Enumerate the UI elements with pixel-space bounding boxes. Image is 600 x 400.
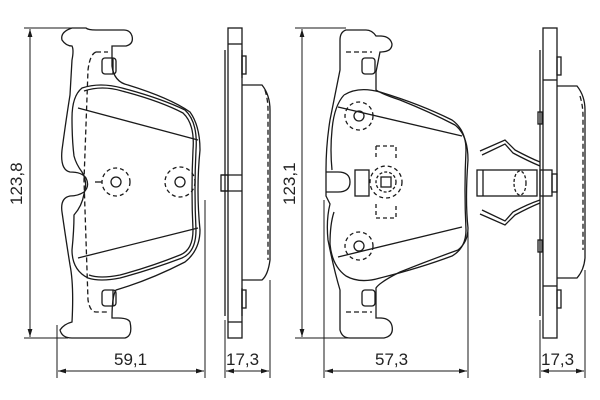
- pad1-front-view: [59, 27, 201, 339]
- pad2-side-view: [476, 27, 586, 339]
- pad1-side-view: [220, 27, 271, 339]
- spring-clip: [479, 139, 541, 163]
- pad1-thickness-label: 17,3: [226, 350, 259, 369]
- pad2-height-label: 123,1: [280, 162, 299, 205]
- dimension-lines: [24, 27, 586, 378]
- pad2-width-label: 57,3: [375, 350, 408, 369]
- pad1-height-label: 123,8: [7, 162, 26, 205]
- pad2-backing-plate: [325, 29, 469, 339]
- pad2-front-view: [325, 29, 469, 339]
- pad2-thickness-label: 17,3: [541, 350, 574, 369]
- pad1-friction-material: [71, 84, 197, 281]
- pad1-width-label: 59,1: [114, 350, 147, 369]
